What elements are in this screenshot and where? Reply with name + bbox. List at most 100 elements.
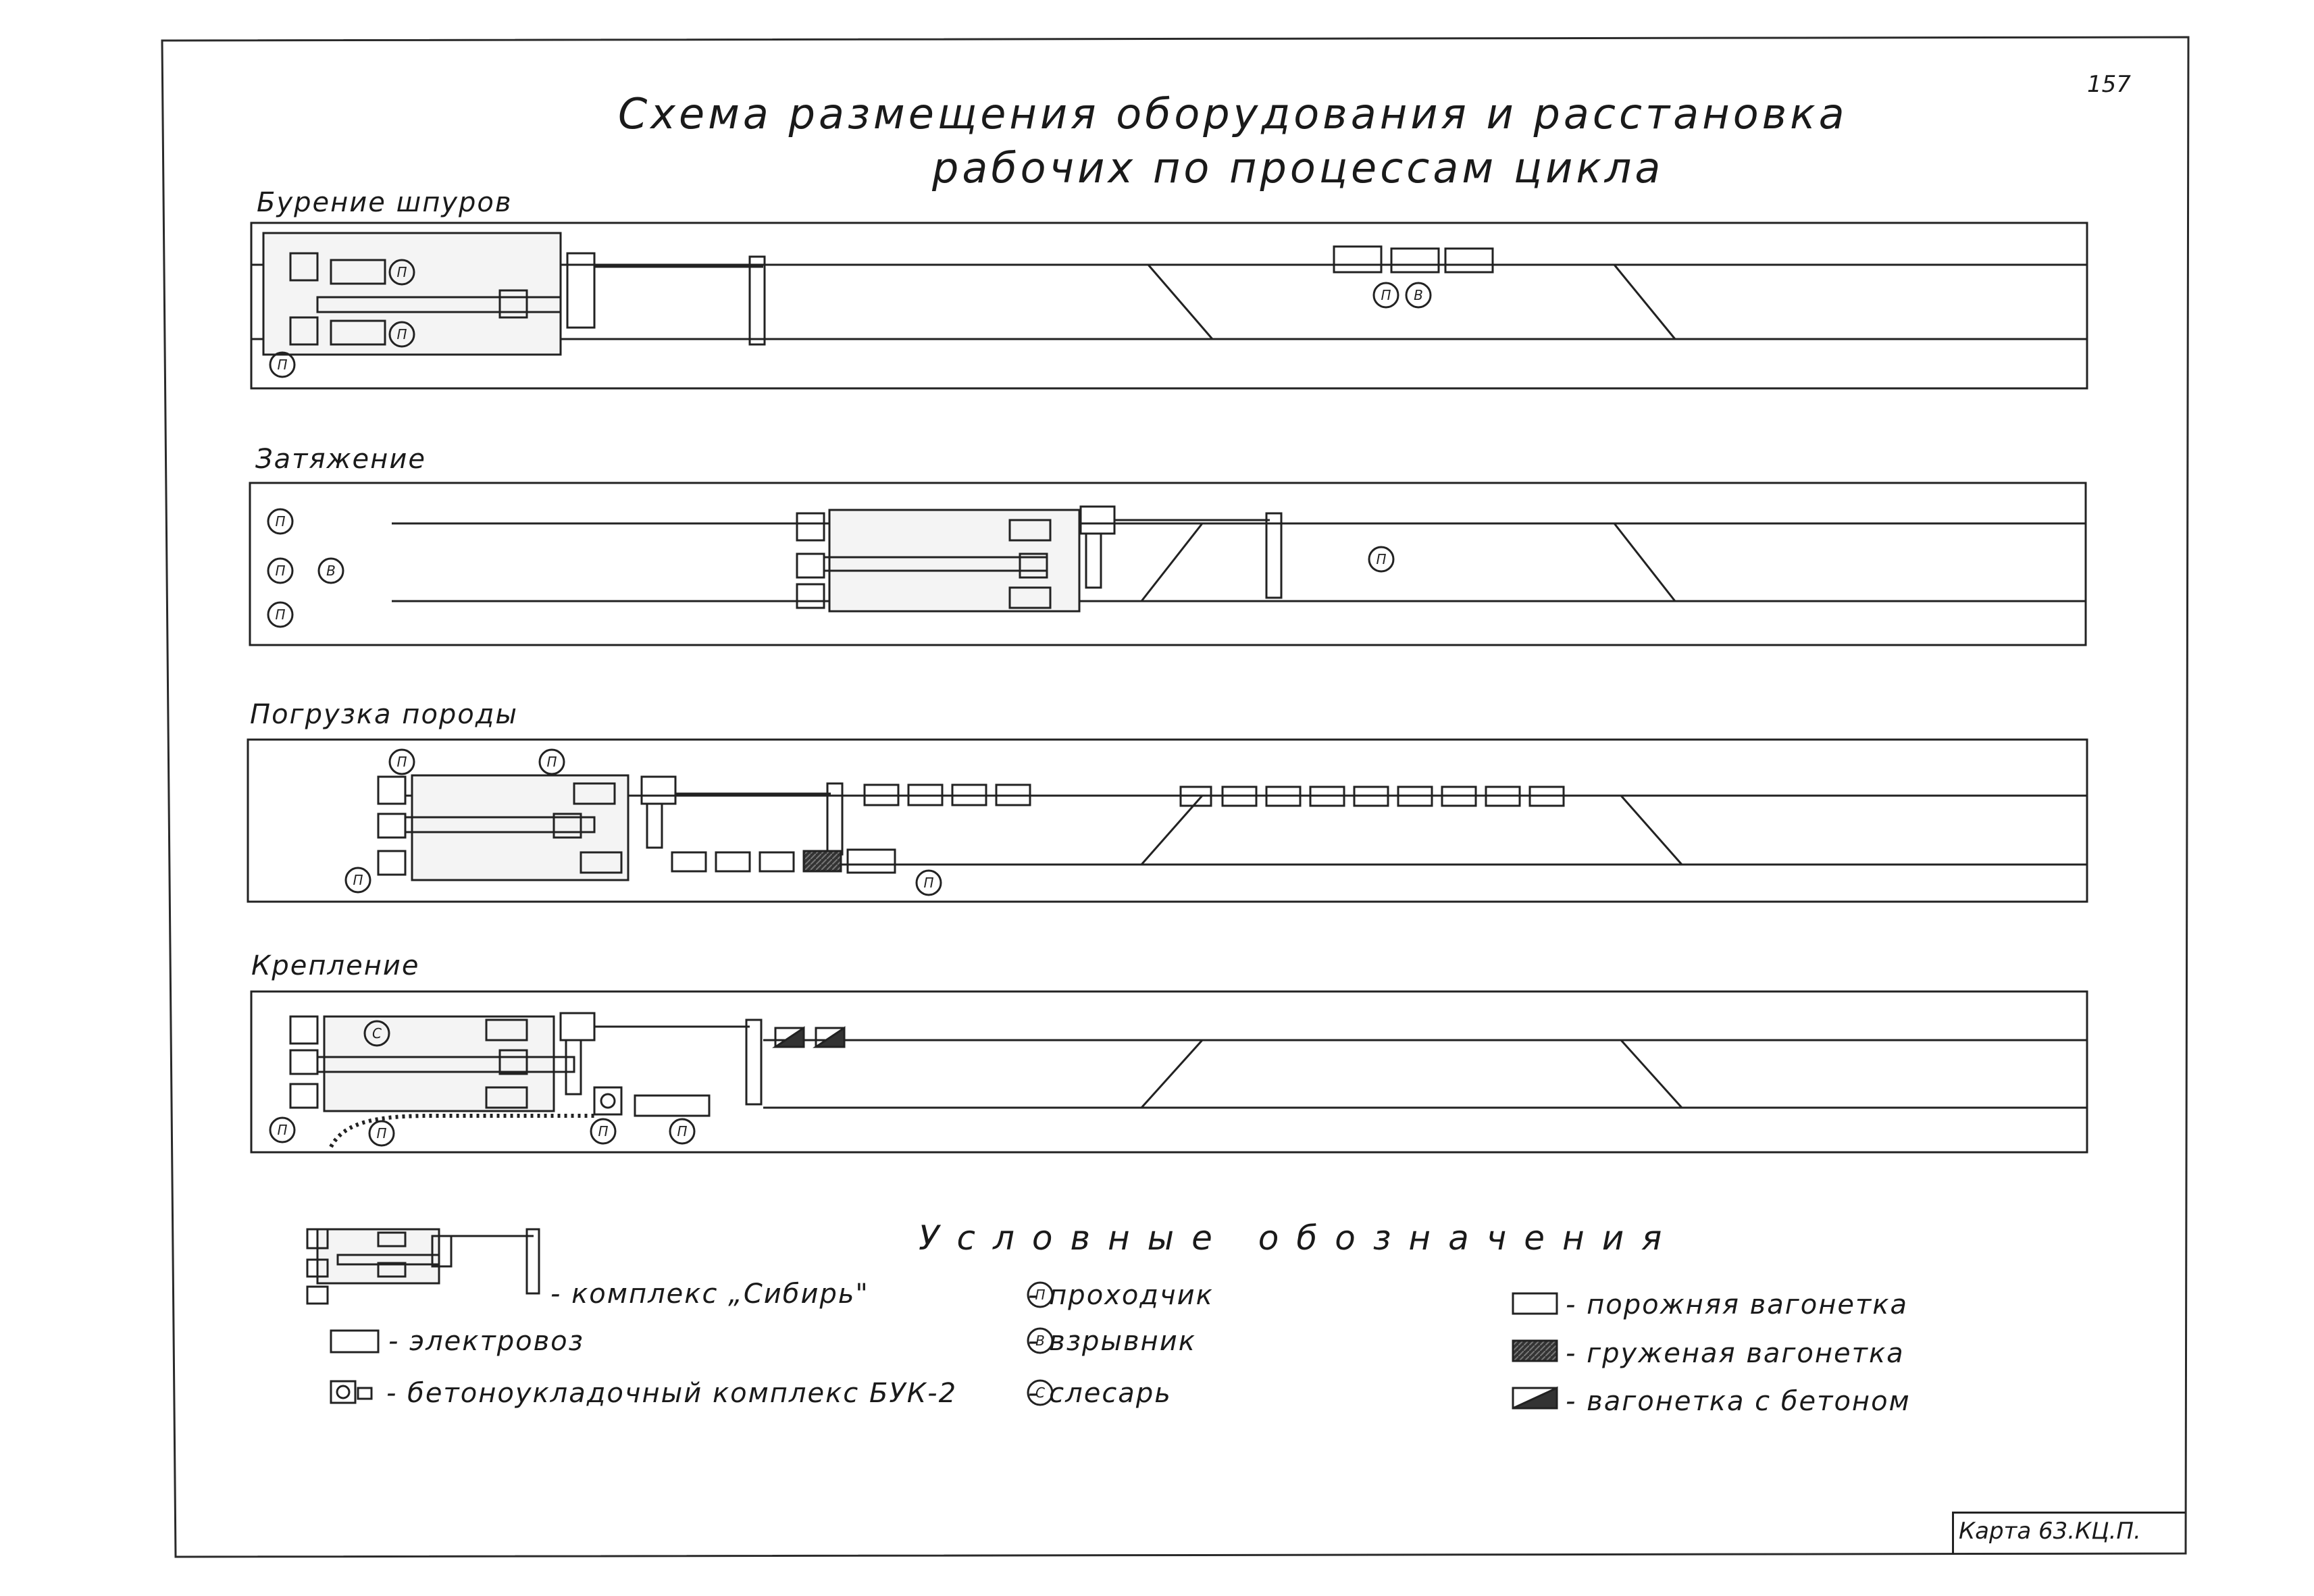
miner-letter: П — [1376, 551, 1386, 567]
diagram-title-line-1: Схема размещения оборудования и расстано… — [618, 89, 1848, 138]
switch-line — [1613, 523, 1676, 602]
switch-line — [1140, 795, 1204, 865]
switch-line — [1147, 264, 1214, 340]
section-lagging-diagram — [249, 482, 2087, 646]
miner-letter: П — [546, 754, 557, 770]
legend-label-buk-2: - бетоноукладочный комплекс БУК-2 — [386, 1378, 958, 1409]
loaded-wagon — [802, 850, 842, 873]
section-label-loading: Погрузка породы — [250, 699, 519, 730]
miner-mark-icon — [590, 1118, 617, 1145]
blaster-mark-icon — [1405, 282, 1432, 309]
miner-letter: П — [396, 754, 407, 770]
legend-concrete-wagon-icon — [1512, 1386, 1558, 1410]
miner-mark-icon — [269, 1116, 296, 1143]
switch-line — [1620, 795, 1683, 865]
sibir-complex — [289, 1012, 763, 1112]
blaster-letter: В — [326, 563, 336, 579]
empty-wagon-train — [1333, 245, 1494, 274]
legend-symbols — [306, 1228, 1558, 1410]
miner-mark-icon — [267, 601, 294, 628]
miner-letter: П — [277, 357, 287, 373]
legend-empty-wagon-icon — [1512, 1292, 1558, 1315]
miner-letter: П — [275, 607, 285, 623]
miner-mark-icon — [388, 321, 415, 348]
section-lining-workers — [269, 1020, 696, 1147]
section-drilling-workers — [269, 259, 1432, 378]
miner-letter: П — [1381, 287, 1391, 303]
miner-mark-icon — [1368, 546, 1395, 573]
legend-label-loaded-wagon: - груженая вагонетка — [1566, 1338, 1905, 1369]
legend-label-sibir: - комплекс „Сибирь" — [550, 1279, 869, 1310]
miner-mark-icon — [267, 508, 294, 535]
legend-fitter-mark-icon — [1027, 1379, 1054, 1406]
loading-wagon-train — [671, 848, 896, 874]
legend-label-fitter: - слесарь — [1028, 1378, 1172, 1409]
miner-letter: П — [923, 875, 933, 891]
blaster-mark-icon — [317, 557, 344, 584]
legend-blaster-mark-icon — [1027, 1327, 1054, 1354]
miner-letter: П — [396, 264, 407, 280]
concrete-wagon-train — [772, 1026, 846, 1048]
tunnel-outline — [250, 222, 2088, 390]
miner-letter: П — [275, 563, 285, 579]
fitter-mark-icon — [363, 1020, 390, 1047]
miner-letter: П — [277, 1122, 287, 1138]
switch-line — [1140, 523, 1204, 602]
legend-heading: Условные обозначения — [919, 1218, 1680, 1258]
legend-buk-2-icon — [330, 1380, 373, 1404]
miner-mark-icon — [388, 259, 415, 286]
sibir-complex — [796, 505, 1283, 613]
blaster-letter: В — [1035, 1333, 1045, 1349]
legend-mark-letters: П В С — [1035, 1287, 1045, 1401]
section-lining-diagram — [250, 990, 2088, 1154]
miner-letter: П — [396, 326, 407, 342]
miner-mark-icon — [368, 1120, 395, 1147]
miner-mark-icon — [344, 867, 371, 894]
miner-mark-icon — [267, 557, 294, 584]
miner-mark-icon — [269, 351, 296, 378]
legend-label-blaster: - взрывник — [1028, 1326, 1196, 1357]
blaster-letter: В — [1414, 287, 1423, 303]
section-label-lagging: Затяжение — [255, 444, 426, 475]
card-number: Карта 63.КЦ.П. — [1959, 1518, 2141, 1545]
legend-loaded-wagon-icon — [1512, 1339, 1558, 1362]
switch-line — [1140, 1039, 1204, 1109]
section-label-lining: Крепление — [251, 950, 420, 981]
buk-2-complex — [329, 1086, 711, 1148]
card-number-box — [1952, 1512, 2185, 1554]
switch-line — [1613, 264, 1676, 340]
fitter-letter: С — [372, 1025, 382, 1041]
miner-letter: П — [598, 1123, 608, 1139]
miner-mark-icon — [915, 869, 942, 896]
sheet-frame — [161, 36, 2190, 1558]
switch-line — [1620, 1039, 1683, 1109]
legend-electric-locomotive-icon — [330, 1329, 380, 1354]
miner-letter: П — [275, 513, 285, 530]
tunnel-outline — [249, 482, 2087, 646]
section-loading-workers — [344, 748, 942, 896]
page-number: 157 — [2087, 71, 2131, 98]
section-loading-worker-letters: П П П П — [353, 754, 933, 891]
sibir-complex — [262, 232, 766, 356]
tunnel-outline — [247, 738, 2088, 903]
section-drilling-diagram — [250, 222, 2088, 390]
section-label-drilling: Бурение шпуров — [257, 187, 513, 218]
diagram-title-line-2: рабочих по процессам цикла — [932, 143, 1664, 192]
legend-label-electric-locomotive: - электровоз — [388, 1326, 584, 1357]
legend-label-empty-wagon: - порожняя вагонетка — [1566, 1289, 1908, 1320]
miner-letter: П — [677, 1123, 687, 1139]
miner-letter: П — [376, 1125, 386, 1141]
miner-mark-icon — [1372, 282, 1399, 309]
miner-letter: П — [1035, 1287, 1045, 1303]
miner-mark-icon — [669, 1118, 696, 1145]
section-lagging-workers — [267, 508, 1395, 628]
legend-miner-mark-icon — [1027, 1281, 1054, 1308]
legend-label-miner: - проходчик — [1028, 1280, 1214, 1311]
sibir-complex — [377, 774, 844, 881]
section-lagging-worker-letters: П П В П П — [275, 513, 1386, 623]
empty-wagon-train — [863, 783, 1565, 807]
miner-mark-icon — [538, 748, 565, 775]
miner-mark-icon — [388, 748, 415, 775]
legend-label-concrete-wagon: - вагонетка с бетоном — [1566, 1386, 1911, 1417]
